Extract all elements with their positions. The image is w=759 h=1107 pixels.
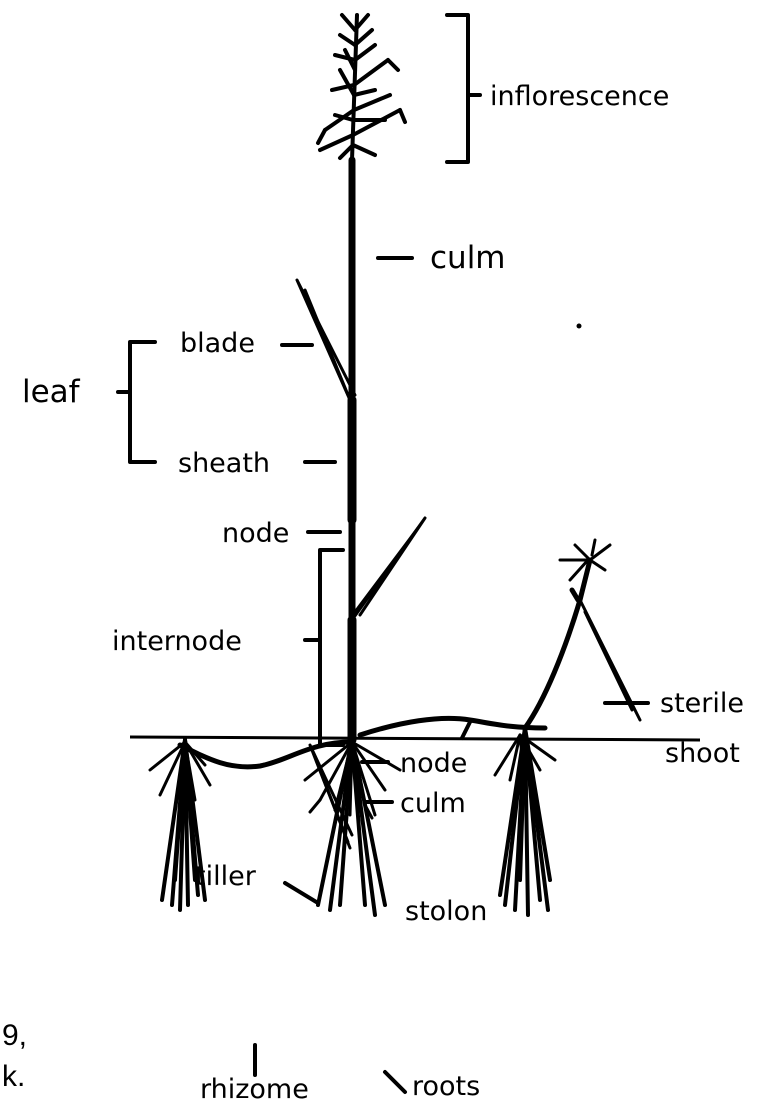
label-rhizome: rhizome	[200, 1074, 309, 1105]
label-culm-bottom: culm	[400, 788, 466, 819]
roots-leader	[385, 1072, 405, 1092]
label-roots: roots	[412, 1071, 480, 1102]
label-sterile-2: shoot	[665, 738, 740, 769]
middle-leaf-blade	[352, 518, 425, 620]
roots	[150, 735, 555, 818]
label-inflorescence: inflorescence	[490, 81, 669, 112]
stolon-leader	[462, 722, 470, 738]
label-stolon: stolon	[405, 896, 487, 927]
label-blade: blade	[180, 328, 255, 359]
label-tiller: tiller	[195, 861, 257, 892]
tiller-leader	[285, 883, 318, 903]
left-fragment-line1: 9,	[2, 1019, 27, 1052]
label-sheath: sheath	[178, 448, 270, 479]
label-sterile-1: sterile	[660, 688, 744, 719]
stray-dot	[577, 324, 582, 329]
leaf-bracket	[118, 342, 155, 462]
stolon	[360, 718, 545, 735]
leader-lines	[255, 258, 648, 1092]
inflorescence-bracket	[447, 15, 480, 162]
label-node-top: node	[222, 518, 289, 549]
internode-bracket	[305, 550, 343, 745]
label-node-bottom: node	[400, 748, 467, 779]
label-internode: internode	[112, 626, 242, 657]
label-leaf: leaf	[22, 374, 81, 410]
left-fragment-line2: k.	[2, 1060, 25, 1093]
inflorescence-panicle	[318, 15, 405, 160]
ground-line	[130, 737, 700, 740]
sterile-shoot	[525, 560, 590, 728]
upper-leaf-blade	[297, 280, 355, 400]
label-culm-top: culm	[430, 240, 506, 276]
